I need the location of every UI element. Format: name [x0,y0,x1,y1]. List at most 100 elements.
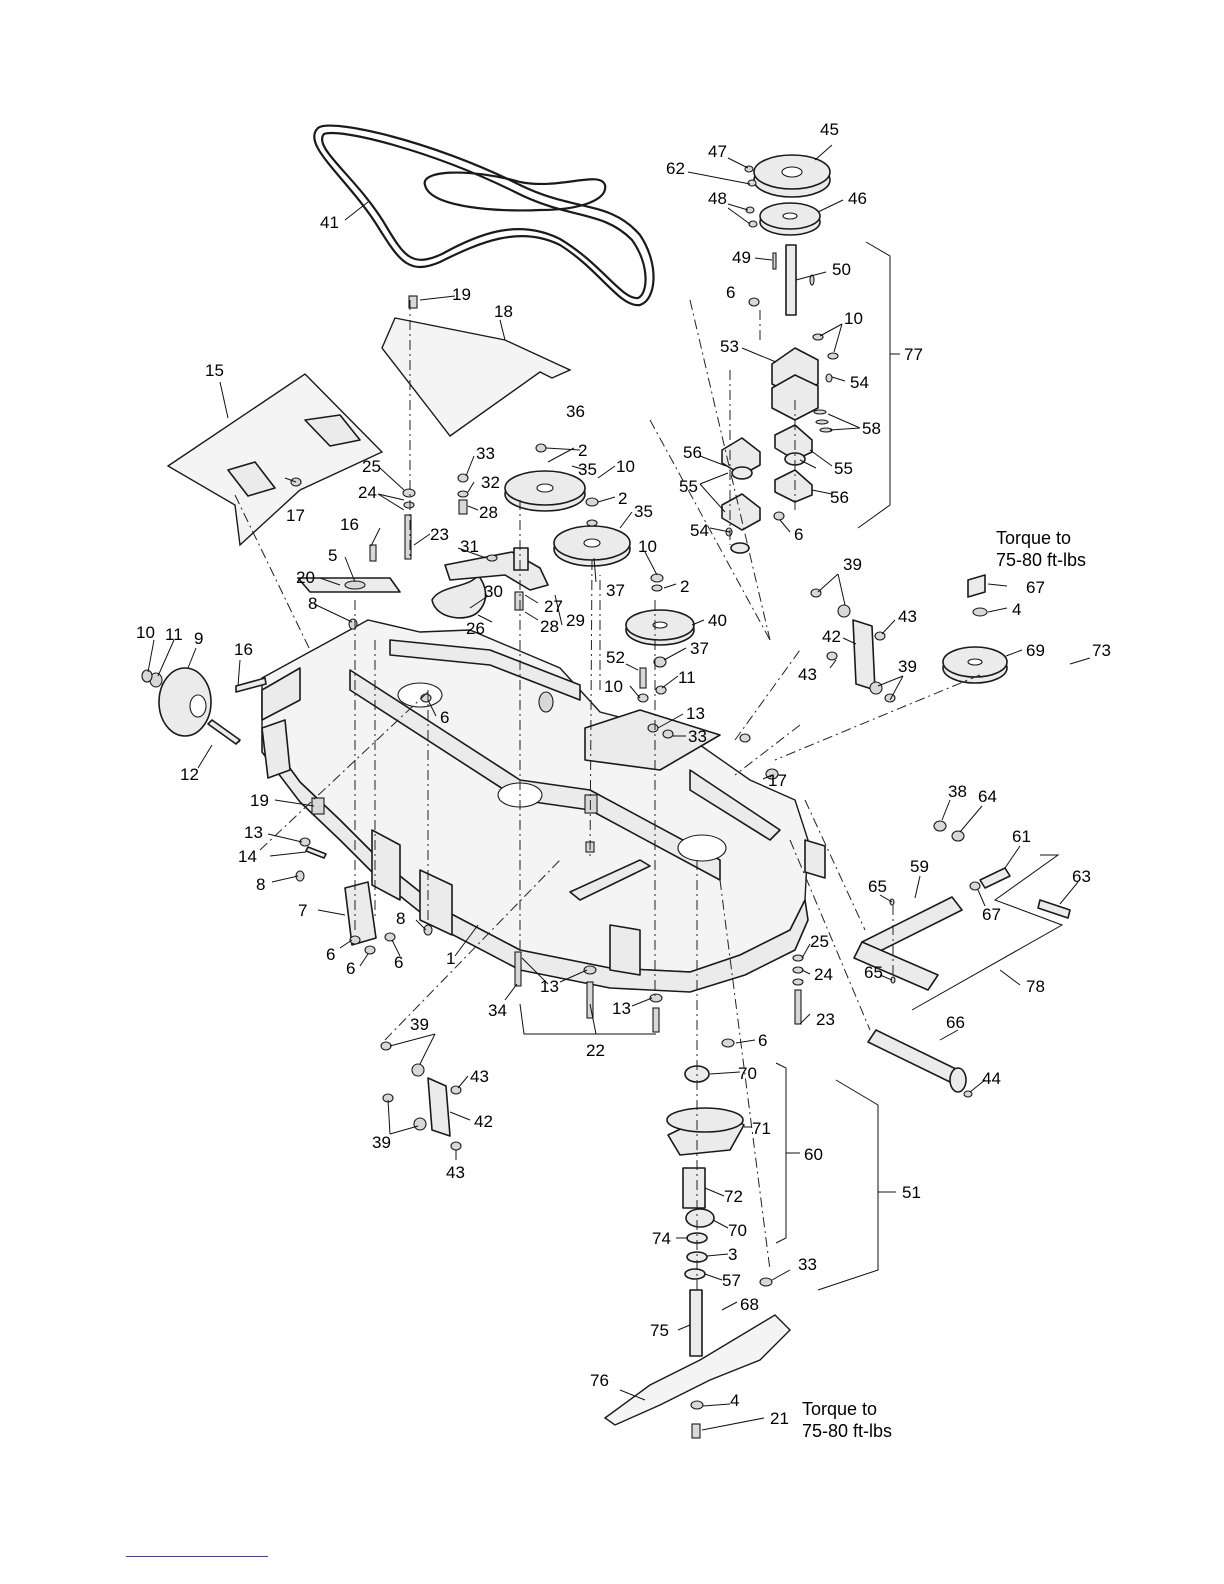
callout-48: 48 [708,189,727,208]
callout-12: 12 [180,765,199,784]
callout-66: 66 [946,1013,965,1032]
callout-13c: 13 [540,977,559,996]
callout-4b: 4 [730,1391,739,1410]
callout-8b: 8 [256,875,265,894]
callout-38: 38 [948,782,967,801]
callout-69: 69 [1026,641,1045,660]
callout-5: 5 [328,546,337,565]
callout-64: 64 [978,787,997,806]
belt-cover-18 [381,317,572,437]
callout-56a: 56 [683,443,702,462]
callout-6a: 6 [726,283,735,302]
spindle-assembly [666,1065,745,1357]
anti-scalp-wheel-9 [141,667,241,743]
callout-14: 14 [238,847,257,866]
callout-76: 76 [590,1371,609,1390]
callout-27: 27 [544,597,563,616]
callout-35b: 35 [634,502,653,521]
callout-75: 75 [650,1321,669,1340]
callout-18: 18 [494,302,513,321]
callout-32: 32 [481,473,500,492]
blade-76 [603,1314,791,1426]
callout-59: 59 [910,857,929,876]
assembly-centerlines [234,299,981,1290]
callout-11b: 11 [678,668,696,687]
callout-57: 57 [722,1271,741,1290]
callout-49: 49 [732,248,751,267]
bracket-7 [344,881,377,946]
callout-65a: 65 [868,877,887,896]
callout-61: 61 [1012,827,1031,846]
callout-70a: 70 [738,1064,757,1083]
callout-13b: 13 [244,823,263,842]
callout-33b: 33 [688,727,707,746]
callout-6e: 6 [394,953,403,972]
callout-13a: 13 [686,704,705,723]
callout-3: 3 [728,1245,737,1264]
callout-20: 20 [296,568,315,587]
callout-36: 36 [566,402,585,421]
callout-46: 46 [848,189,867,208]
callout-77: 77 [904,345,923,364]
callout-53: 53 [720,337,739,356]
torque-note-bottom-line1: Torque to [802,1399,877,1419]
pulley-40 [625,609,695,646]
callout-65b: 65 [864,963,883,982]
callout-70b: 70 [728,1221,747,1240]
callout-54a: 54 [850,373,869,392]
callout-39a: 39 [843,555,862,574]
callout-16a: 16 [340,515,359,534]
callout-6g: 6 [758,1031,767,1050]
mower-deck-1 [261,619,826,993]
callout-24b: 24 [814,965,833,984]
callout-9: 9 [194,629,203,648]
callout-17b: 17 [768,771,787,790]
callout-26: 26 [466,619,485,638]
callout-47: 47 [708,142,727,161]
pulley-45 [753,154,831,198]
callout-19b: 19 [250,791,269,810]
callout-8a: 8 [308,594,317,613]
footer-rule [126,1556,268,1557]
callout-17a: 17 [286,506,305,525]
pulley-46 [759,202,821,236]
callout-15: 15 [205,361,224,380]
torque-note-bottom-line2: 75-80 ft-lbs [802,1421,892,1441]
callout-43d: 43 [446,1163,465,1182]
callout-33a: 33 [476,444,495,463]
callout-43a: 43 [898,607,917,626]
callout-23a: 23 [430,525,449,544]
callout-labels: 41 45 47 62 48 46 49 50 19 18 6 10 53 77… [136,120,1111,1428]
callout-11a: 11 [165,625,183,644]
callout-56b: 56 [830,488,849,507]
callout-62: 62 [666,159,685,178]
callout-44: 44 [982,1069,1001,1088]
callout-35a: 35 [578,460,597,479]
bracket-42-upper [852,619,876,691]
callout-52: 52 [606,648,625,667]
callout-10a: 10 [844,309,863,328]
callout-58: 58 [862,419,881,438]
callout-34: 34 [488,1001,507,1020]
callout-25b: 25 [810,932,829,951]
spring-26 [431,574,487,619]
leader-lines [147,144,1091,1431]
callout-68: 68 [740,1295,759,1314]
callout-22: 22 [586,1041,605,1060]
callout-45: 45 [820,120,839,139]
belt-41-drawing [313,124,655,307]
callout-37a: 37 [606,581,625,600]
callout-41: 41 [320,213,339,232]
torque-note-bottom: Torque to 75-80 ft-lbs [802,1399,892,1441]
callout-43b: 43 [798,665,817,684]
callout-30: 30 [484,582,503,601]
bracket-42-lower [427,1077,451,1137]
callout-39b: 39 [898,657,917,676]
callout-10e: 10 [604,677,623,696]
callout-25a: 25 [362,457,381,476]
callout-6d: 6 [326,945,335,964]
callout-28b: 28 [540,617,559,636]
callout-2c: 2 [680,577,689,596]
callout-55a: 55 [834,459,853,478]
